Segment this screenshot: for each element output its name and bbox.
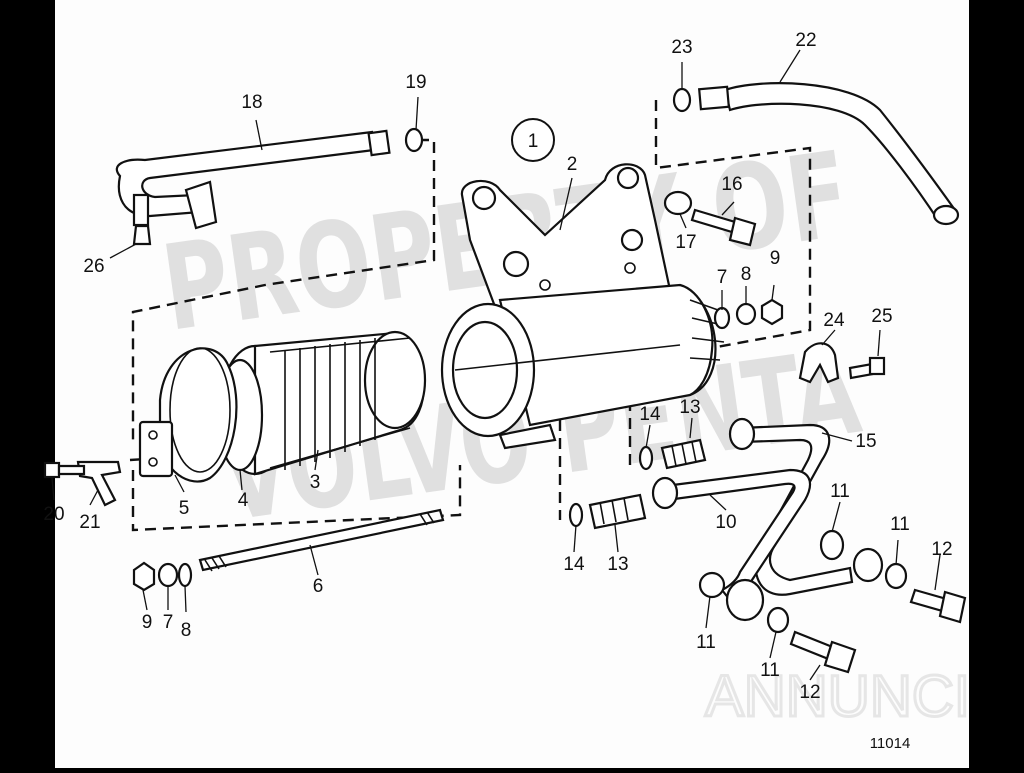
callout-11-c: 11 — [696, 632, 716, 653]
callout-13-upper: 13 — [679, 397, 700, 418]
washer-14-upper — [638, 445, 654, 471]
bracket-2 — [460, 163, 672, 322]
banjo-connection-right — [819, 529, 908, 590]
callout-8-lower: 8 — [181, 620, 192, 641]
union-13-upper — [660, 438, 707, 470]
watermark-logo: ANNUNCI — [705, 664, 970, 729]
nut-9-upper — [760, 298, 784, 326]
assembly-marker-label: 1 — [528, 131, 539, 152]
washer-23 — [672, 87, 692, 113]
assembly-marker-circle — [511, 118, 555, 162]
clip-24 — [798, 342, 840, 384]
callout-11-a: 11 — [830, 481, 850, 502]
callout-24: 24 — [823, 310, 845, 331]
callout-14-lower: 14 — [563, 554, 585, 575]
callout-7-lower: 7 — [163, 612, 174, 633]
banjo-bolt-12-lower — [789, 630, 857, 674]
leader-lines — [51, 49, 941, 681]
callout-6: 6 — [313, 576, 324, 597]
nut-9-lower — [132, 561, 156, 592]
washer-8-upper — [735, 302, 757, 326]
callout-4: 4 — [238, 490, 249, 511]
callout-11-d: 11 — [760, 660, 780, 681]
callout-9-upper: 9 — [770, 248, 781, 269]
callout-17: 17 — [675, 232, 696, 253]
pipe-22 — [697, 82, 960, 226]
bolt-16 — [690, 208, 757, 247]
nipple-26 — [132, 224, 152, 246]
callout-23: 23 — [671, 37, 692, 58]
washer-7-lower — [157, 562, 179, 588]
callout-2: 2 — [567, 154, 578, 175]
banjo-connection-lower — [698, 571, 790, 634]
callout-19: 19 — [405, 72, 426, 93]
clip-21 — [76, 460, 122, 507]
callout-11-b: 11 — [890, 514, 910, 535]
callout-18: 18 — [241, 92, 262, 113]
callout-22: 22 — [795, 30, 816, 51]
callout-12-a: 12 — [931, 539, 952, 560]
callout-8-upper: 8 — [741, 264, 752, 285]
cover-5 — [138, 347, 238, 483]
drawing-number: 11014 — [870, 735, 911, 752]
callout-20: 20 — [43, 504, 64, 525]
callout-16: 16 — [721, 174, 742, 195]
union-13-lower — [588, 493, 647, 530]
washer-7-upper — [713, 306, 731, 330]
callout-10: 10 — [715, 512, 736, 533]
callout-15: 15 — [855, 431, 876, 452]
callout-13-lower: 13 — [607, 554, 628, 575]
washer-19 — [404, 127, 424, 153]
washer-17 — [663, 190, 693, 216]
long-bolt-6 — [198, 508, 445, 572]
callout-26: 26 — [83, 256, 104, 277]
callout-9-lower: 9 — [142, 612, 153, 633]
screw-20 — [43, 461, 86, 479]
callout-25: 25 — [871, 306, 892, 327]
callout-12-b: 12 — [799, 682, 820, 703]
callout-21: 21 — [79, 512, 100, 533]
washer-8-lower — [177, 562, 193, 588]
callout-numbers: 18 19 26 2 22 23 16 17 7 8 9 24 25 14 13… — [43, 30, 952, 703]
callout-14-upper: 14 — [639, 404, 661, 425]
filter-housing — [440, 283, 725, 450]
callout-5: 5 — [179, 498, 190, 519]
screw-25 — [848, 356, 886, 380]
washer-14-lower — [568, 502, 584, 528]
banjo-bolt-12-right — [909, 588, 967, 624]
callout-7-upper: 7 — [717, 267, 728, 288]
callout-3: 3 — [310, 472, 321, 493]
